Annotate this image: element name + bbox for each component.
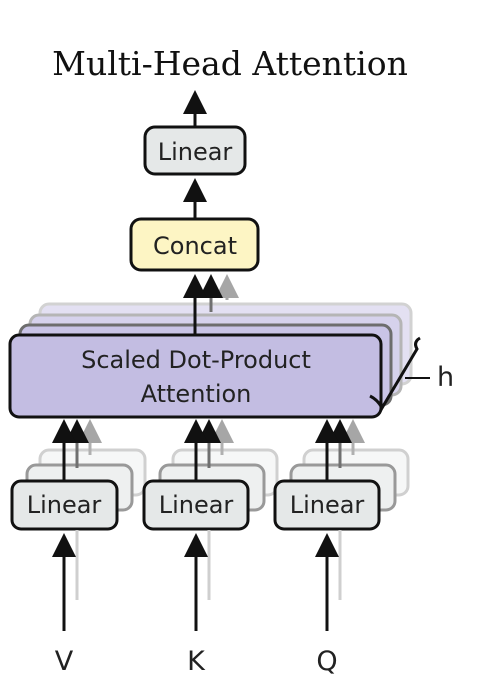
linear-v-box	[10, 479, 119, 531]
input-k-label: K	[187, 646, 206, 677]
concat-label: Concat	[153, 232, 237, 260]
attention-label-line2: Attention	[141, 380, 252, 408]
concat-box	[129, 217, 260, 272]
input-q-label: Q	[316, 646, 337, 677]
linear-v-label: Linear	[27, 491, 102, 519]
linear-k-box	[142, 479, 250, 531]
diagram-title: Multi-Head Attention	[52, 44, 408, 83]
output-linear-label: Linear	[158, 138, 233, 166]
heads-label: h	[437, 362, 454, 393]
input-v-label: V	[55, 646, 74, 677]
heads-brace	[369, 336, 421, 412]
linear-q-label: Linear	[290, 491, 365, 519]
linear-q-box	[273, 479, 381, 531]
output-linear-box	[143, 125, 247, 176]
linear-k-label: Linear	[159, 491, 234, 519]
attention-label-line1: Scaled Dot-Product	[81, 346, 311, 374]
attention-box	[8, 333, 383, 419]
